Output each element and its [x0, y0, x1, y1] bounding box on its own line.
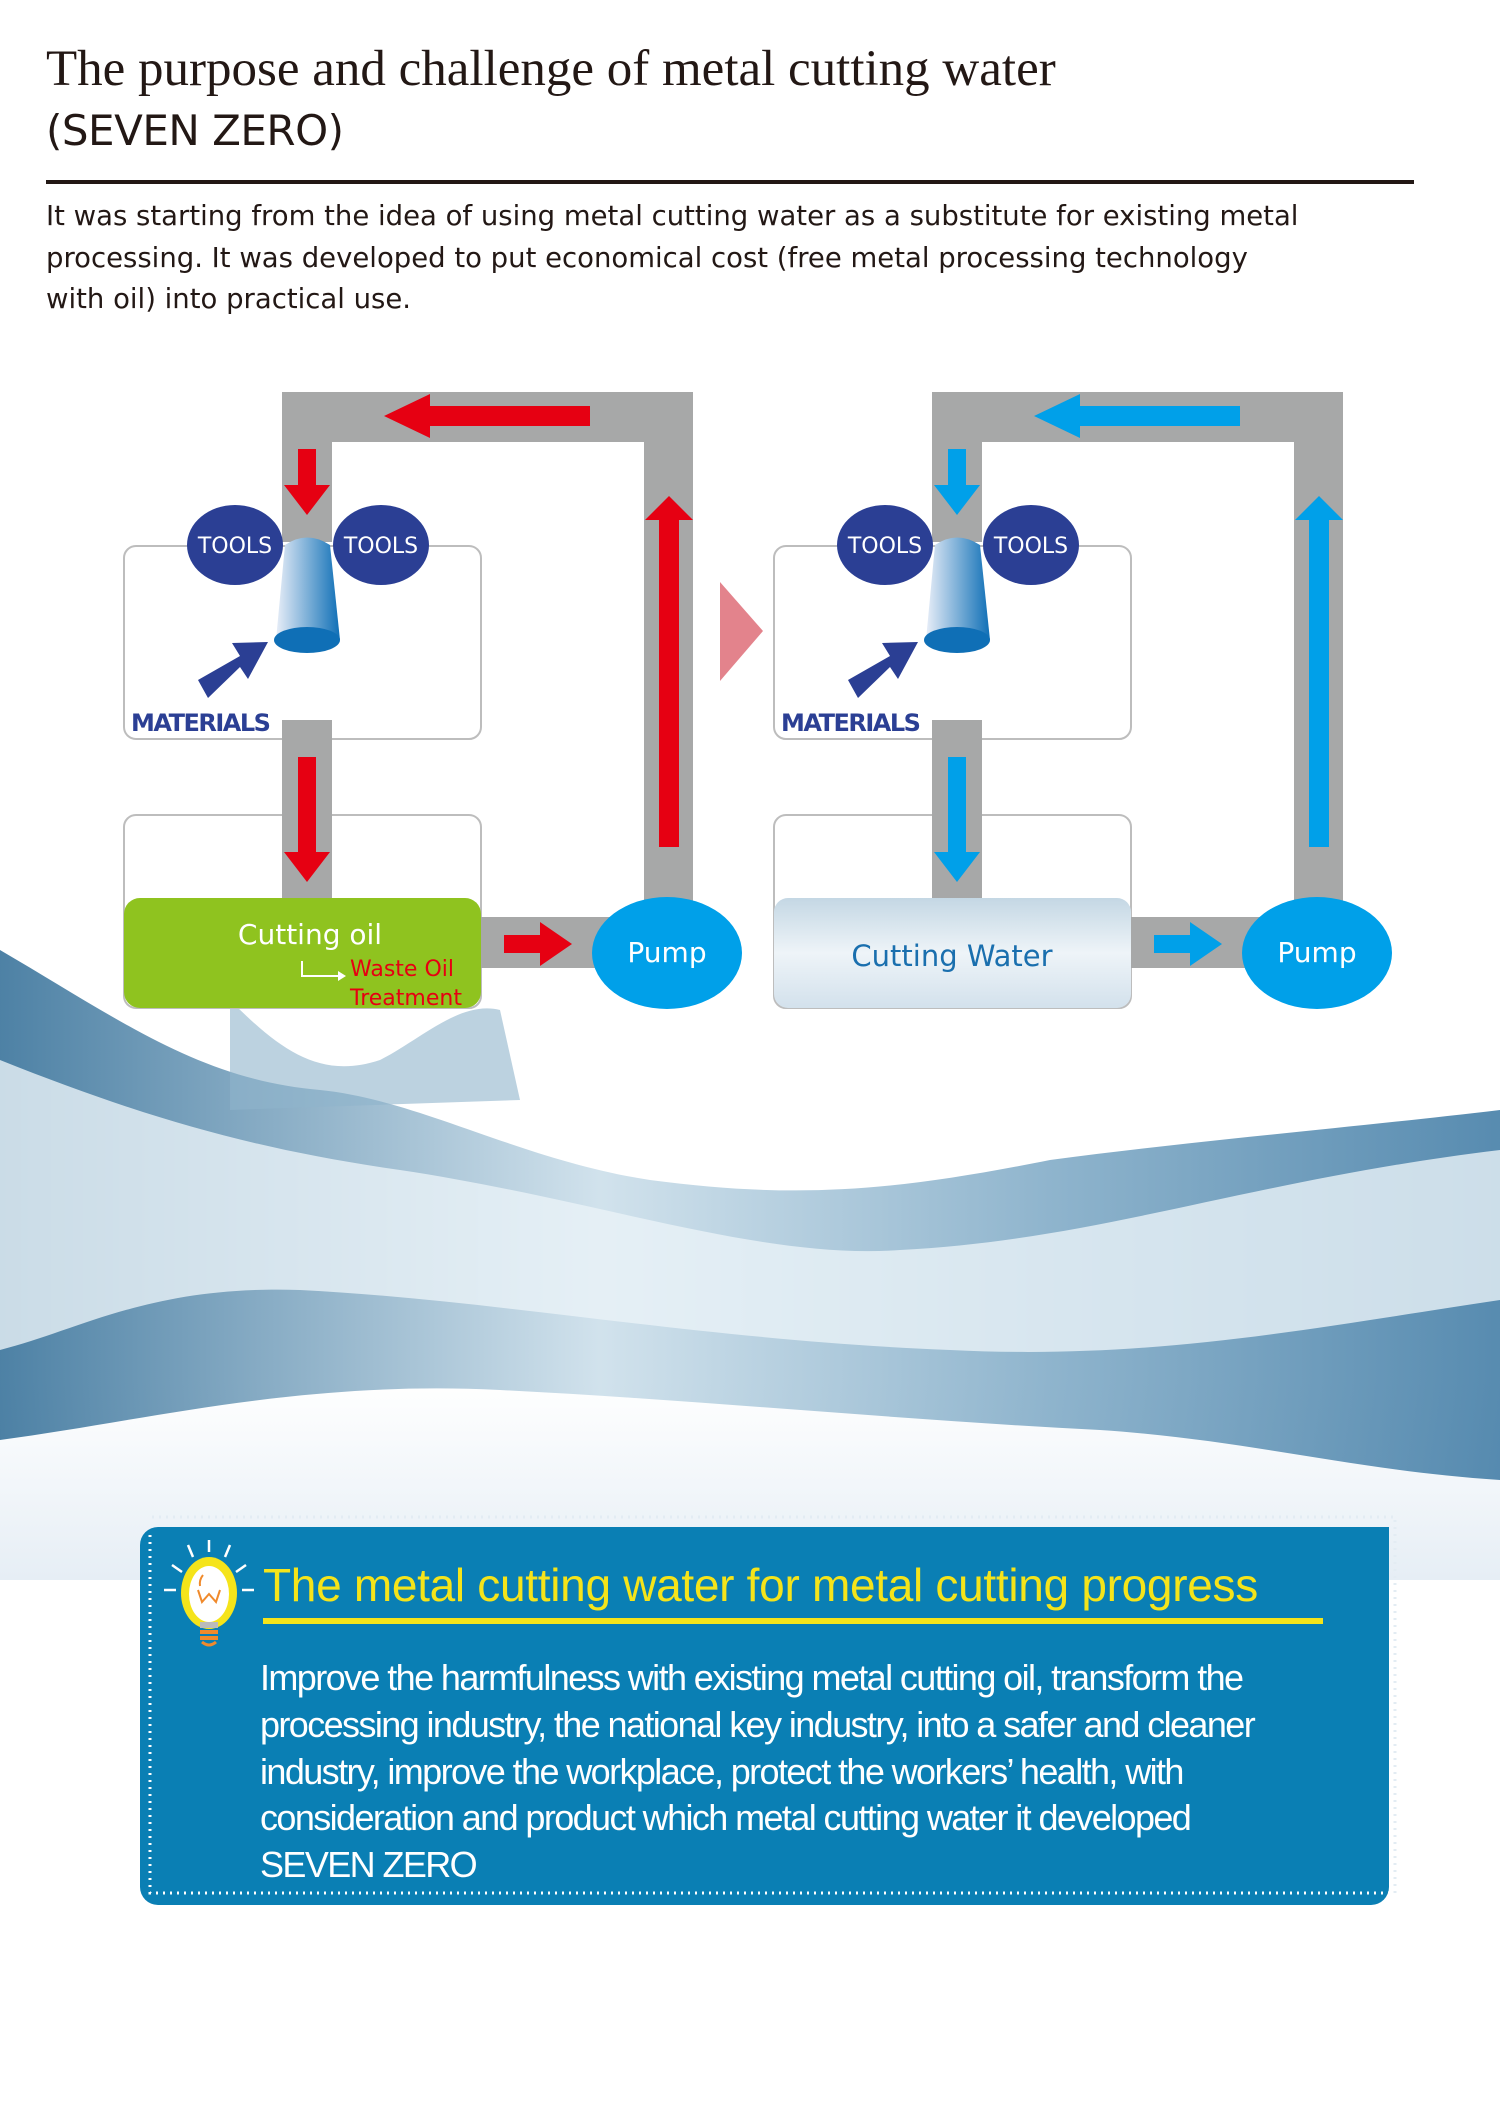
- cutting-oil-tank: [124, 898, 481, 1008]
- tools-left-badge: [837, 505, 933, 585]
- tools-left-label: TOOLS: [847, 534, 922, 559]
- intro-line: It was starting from the idea of using m…: [46, 200, 1299, 232]
- pump-oil: [592, 897, 742, 1009]
- highlight-line: consideration and product which metal cu…: [260, 1797, 1192, 1839]
- water-wave-image: [0, 950, 1500, 1580]
- pump-water: [1242, 897, 1392, 1009]
- highlight-line: Improve the harmfulness with existing me…: [260, 1657, 1244, 1698]
- intro-line: with oil) into practical use.: [46, 283, 412, 315]
- highlight-line: processing industry, the national key in…: [260, 1703, 1256, 1745]
- flow-arrows: [934, 394, 1343, 966]
- tools-left-badge: [187, 505, 283, 585]
- materials-arrow-icon: [198, 642, 268, 698]
- transition-arrow-icon: [720, 582, 763, 681]
- waste-oil-label: Waste Oil: [350, 957, 454, 982]
- highlight-body: Improve the harmfulness with existing me…: [260, 1655, 1256, 1889]
- highlight-title: The metal cutting water for metal cuttin…: [263, 1559, 1258, 1611]
- lightbulb-icon: [164, 1540, 254, 1647]
- page-subtitle: (SEVEN ZERO): [46, 106, 344, 155]
- treatment-label: Treatment: [349, 986, 462, 1011]
- highlight-line: SEVEN ZERO: [260, 1844, 478, 1886]
- highlight-title-underline: [263, 1618, 1323, 1624]
- tools-right-label: TOOLS: [343, 534, 418, 559]
- branch-arrow-icon: [301, 961, 338, 977]
- intro-paragraph: It was starting from the idea of using m…: [46, 196, 1406, 321]
- oil-cycle-diagram: TOOLS TOOLS MATERIALS Cutting oil Waste …: [123, 392, 742, 1011]
- title-divider: [46, 180, 1414, 184]
- pump-label: Pump: [1277, 936, 1356, 969]
- page-title: The purpose and challenge of metal cutti…: [46, 41, 1056, 97]
- cutting-tool-icon: [276, 537, 340, 640]
- tools-right-label: TOOLS: [993, 534, 1068, 559]
- tools-right-badge: [333, 505, 429, 585]
- materials-arrow-icon: [848, 642, 918, 698]
- materials-label: MATERIALS: [781, 709, 920, 737]
- cutting-water-tank: [774, 898, 1131, 1008]
- pump-label: Pump: [627, 936, 706, 969]
- highlight-line: industry, improve the workplace, protect…: [260, 1750, 1184, 1792]
- cutting-tool-icon: [926, 537, 990, 640]
- tools-left-label: TOOLS: [197, 534, 272, 559]
- cutting-water-label: Cutting Water: [851, 939, 1052, 973]
- cutting-oil-label: Cutting oil: [238, 918, 382, 951]
- flow-arrows: [284, 394, 693, 966]
- materials-label: MATERIALS: [131, 709, 270, 737]
- tools-right-badge: [983, 505, 1079, 585]
- water-cycle-diagram: TOOLS TOOLS MATERIALS Cutting Water Pump: [773, 392, 1392, 1009]
- intro-line: processing. It was developed to put econ…: [46, 241, 1248, 274]
